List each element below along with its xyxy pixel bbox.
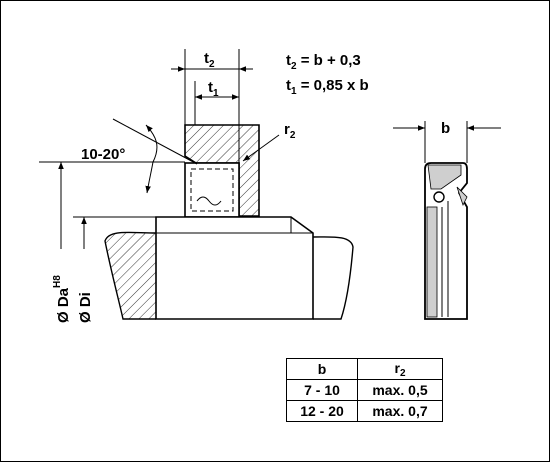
da-label: Ø DaH8 — [52, 275, 72, 323]
r2-label: r2 — [284, 121, 296, 141]
shaft — [104, 216, 354, 320]
dimension-t1 — [194, 81, 239, 125]
table-row: 12 - 20 max. 0,7 — [286, 400, 443, 422]
table-row: 7 - 10 max. 0,5 — [286, 379, 443, 401]
formula-t1: t1 = 0,85 x b — [286, 77, 369, 97]
cell-b: 12 - 20 — [286, 400, 358, 422]
spec-table: b r2 7 - 10 max. 0,5 12 - 20 max. 0,7 — [286, 358, 443, 422]
t2-label: t2 — [204, 50, 215, 70]
cell-r2: max. 0,7 — [357, 400, 443, 422]
cell-r2: max. 0,5 — [357, 379, 443, 401]
di-label: Ø Di — [77, 292, 94, 323]
formula-t2: t2 = b + 0,3 — [286, 52, 361, 72]
seal-side-view — [393, 121, 501, 320]
header-r2: r2 — [357, 358, 443, 380]
table-header-row: b r2 — [286, 358, 443, 380]
cell-b: 7 - 10 — [286, 379, 358, 401]
diameter-dimensions — [58, 162, 156, 249]
t1-label: t1 — [208, 79, 219, 99]
b-label: b — [441, 120, 450, 137]
seal-in-groove — [184, 162, 240, 218]
angle-label: 10-20° — [81, 146, 125, 163]
dimension-t2 — [171, 49, 253, 163]
r2-leader — [242, 134, 280, 162]
header-b: b — [286, 358, 358, 380]
